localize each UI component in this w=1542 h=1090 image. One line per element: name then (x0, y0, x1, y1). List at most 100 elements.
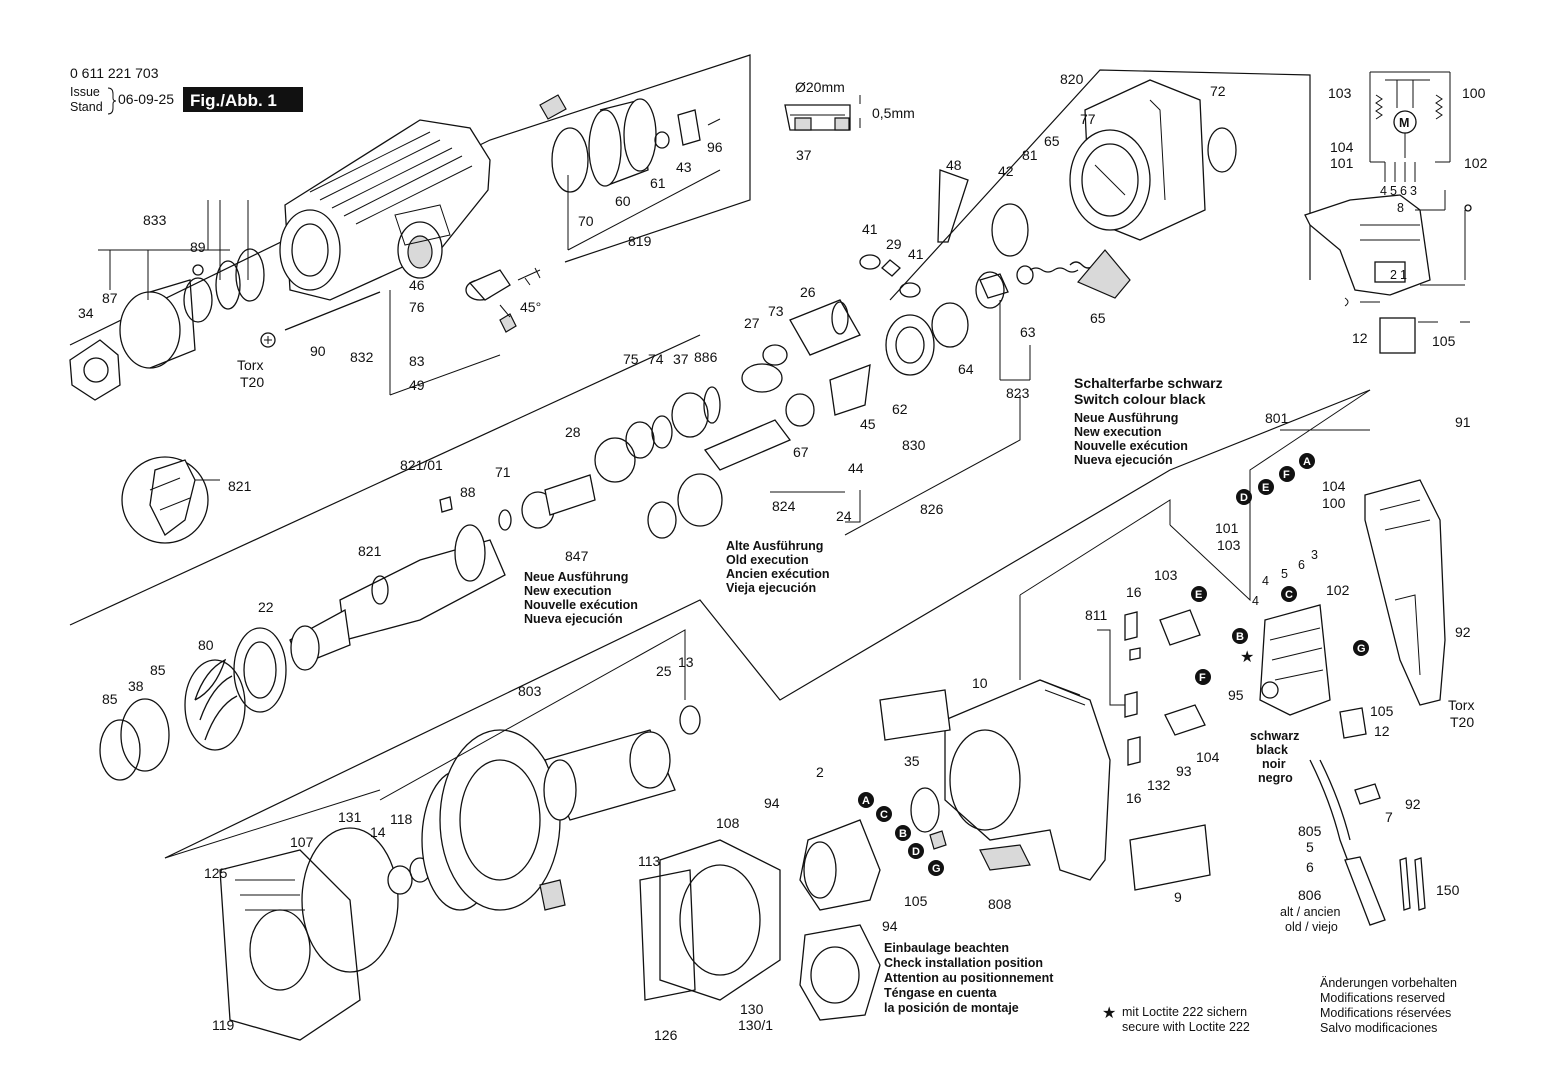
svg-text:6: 6 (1400, 184, 1407, 198)
part-823: 823 (1006, 385, 1030, 401)
part-94b: 94 (882, 918, 898, 934)
part-90: 90 (310, 343, 326, 359)
part-76: 76 (409, 299, 425, 315)
part-9: 9 (1174, 889, 1182, 905)
part-92b: 92 (1405, 796, 1421, 812)
svg-text:8: 8 (1397, 201, 1404, 215)
svg-text:F: F (1199, 672, 1206, 684)
svg-text:G: G (932, 863, 941, 875)
torx-word: Torx (237, 357, 263, 373)
modifications-note: Änderungen vorbehalten Modifications res… (1320, 976, 1457, 1035)
clutch-cylinder-group (539, 94, 721, 193)
part-22: 22 (258, 599, 274, 615)
svg-text:secure with Loctite 222: secure with Loctite 222 (1122, 1020, 1250, 1034)
detail-circle-821 (121, 456, 220, 544)
angle-label: 45° (520, 299, 541, 315)
wiring-diagram: M (1304, 71, 1472, 354)
part-41b: 41 (908, 246, 924, 262)
svg-text:schwarz: schwarz (1250, 729, 1299, 743)
wire-pins: 4 5 6 3 4 (1252, 548, 1318, 608)
install-note: Einbaulage beachten Check installation p… (884, 941, 1054, 1015)
part-46: 46 (409, 277, 425, 293)
part-5: 5 (1306, 839, 1314, 855)
hammer-mechanism-parts (99, 364, 871, 781)
svg-text:Änderungen vorbehalten: Änderungen vorbehalten (1320, 976, 1457, 990)
part-821-01: 821/01 (400, 457, 443, 473)
part-12-switch: 12 (1374, 723, 1390, 739)
svg-text:F: F (1283, 469, 1290, 481)
part-35: 35 (904, 753, 920, 769)
part-130: 130 (740, 1001, 764, 1017)
stand-label: Stand (70, 100, 103, 114)
svg-text:4: 4 (1252, 594, 1259, 608)
part-26: 26 (800, 284, 816, 300)
part-61: 61 (650, 175, 666, 191)
svg-text:B: B (1236, 631, 1244, 643)
dimension-thickness: 0,5mm (872, 105, 915, 121)
svg-text:Alte Ausführung: Alte Ausführung (726, 539, 823, 553)
part-92a: 92 (1455, 624, 1471, 640)
doc-number: 0 611 221 703 (70, 65, 159, 81)
old-note: alt / ancien old / viejo (1280, 905, 1341, 934)
svg-text:Old execution: Old execution (726, 553, 809, 567)
svg-text:Nueva ejecución: Nueva ejecución (1074, 453, 1173, 467)
part-103-brush: 103 (1154, 567, 1178, 583)
part-48: 48 (946, 157, 962, 173)
svg-text:Check installation position: Check installation position (884, 956, 1043, 970)
part-34: 34 (78, 305, 94, 321)
svg-text:4: 4 (1380, 184, 1387, 198)
part-886: 886 (694, 349, 718, 365)
part-125: 125 (204, 865, 228, 881)
svg-text:Modifications reserved: Modifications reserved (1320, 991, 1445, 1005)
part-85a: 85 (102, 691, 118, 707)
fig-label: Fig./Abb. 1 (190, 91, 277, 110)
svg-text:mit Loctite 222 sichern: mit Loctite 222 sichern (1122, 1005, 1247, 1019)
svg-text:New execution: New execution (1074, 425, 1162, 439)
part-91: 91 (1455, 414, 1471, 430)
svg-text:C: C (1285, 589, 1293, 601)
part-70: 70 (578, 213, 594, 229)
part-100-switch: 100 (1322, 495, 1346, 511)
svg-text:Neue Ausführung: Neue Ausführung (524, 570, 628, 584)
old-execution-note: Alte Ausführung Old execution Ancien exé… (726, 539, 830, 595)
part-801: 801 (1265, 410, 1289, 426)
part-87: 87 (102, 290, 118, 306)
svg-text:C: C (880, 809, 888, 821)
svg-text:old / viejo: old / viejo (1285, 920, 1338, 934)
part-103-switch: 103 (1217, 537, 1241, 553)
part-74: 74 (648, 351, 664, 367)
part-826: 826 (920, 501, 944, 517)
part-65b: 65 (1090, 310, 1106, 326)
svg-text:Ancien exécution: Ancien exécution (726, 567, 830, 581)
part-113: 113 (638, 853, 661, 869)
switch-parts (1259, 604, 1426, 926)
header-date: 06-09-25 (118, 91, 174, 107)
part-819: 819 (628, 233, 652, 249)
part-62: 62 (892, 401, 908, 417)
svg-text:★: ★ (1102, 1005, 1116, 1022)
torx-size-handle: T20 (1450, 714, 1474, 730)
spindle-parts-row (741, 169, 1131, 393)
part-80: 80 (198, 637, 214, 653)
part-16b: 16 (1126, 790, 1142, 806)
part-25: 25 (656, 663, 672, 679)
part-85b: 85 (150, 662, 166, 678)
marker-circles: A C B D G E F D E F A C B G (858, 453, 1369, 876)
part-71: 71 (495, 464, 511, 480)
hammer-housing (279, 119, 491, 301)
part-41a: 41 (862, 221, 878, 237)
svg-text:Nouvelle exécution: Nouvelle exécution (1074, 439, 1188, 453)
motor-parts (219, 705, 701, 1041)
part-102-switch: 102 (1326, 582, 1350, 598)
svg-text:Einbaulage beachten: Einbaulage beachten (884, 941, 1009, 955)
svg-text:M: M (1399, 116, 1409, 130)
part-105-stator: 105 (904, 893, 928, 909)
svg-text:5: 5 (1281, 567, 1288, 581)
selector-knob (465, 267, 541, 333)
part-821: 821 (358, 543, 382, 559)
part-803: 803 (518, 683, 542, 699)
part-820: 820 (1060, 71, 1084, 87)
svg-text:la posición de montaje: la posición de montaje (884, 1001, 1019, 1015)
new-execution-note: Neue Ausführung New execution Nouvelle e… (524, 570, 638, 626)
part-49: 49 (409, 377, 425, 393)
